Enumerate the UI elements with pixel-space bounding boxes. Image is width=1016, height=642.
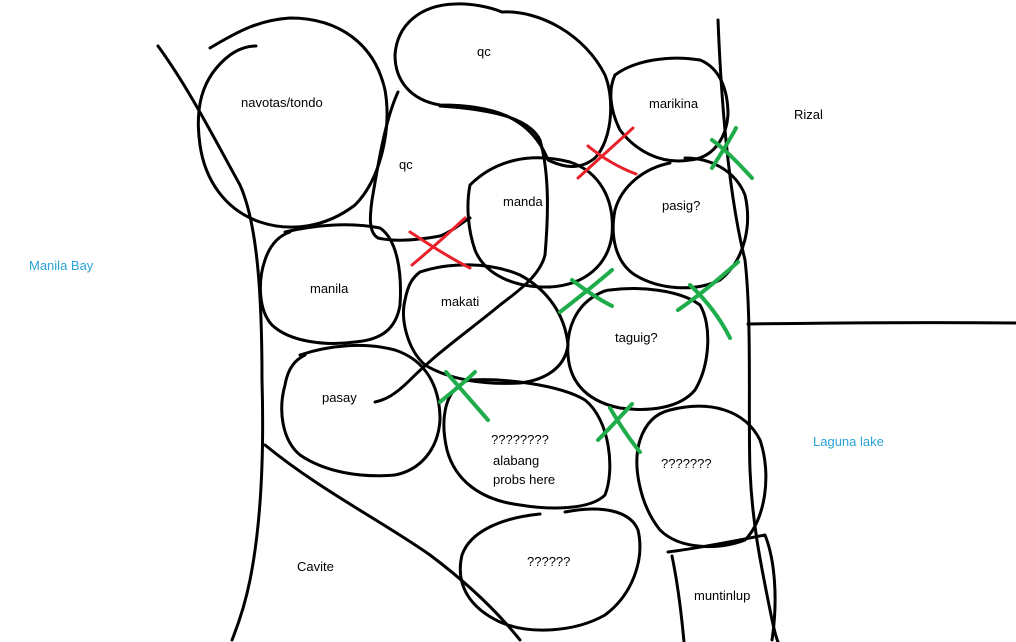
navotas-tondo-label: navotas/tondo	[241, 95, 323, 110]
east-boundary	[716, 18, 780, 642]
green-x-mark-pasig-taguig	[676, 260, 740, 340]
unknown-east-region	[635, 404, 768, 549]
alabang-label-line1: ????????	[491, 432, 549, 447]
cavite-label: Cavite	[297, 559, 334, 574]
makati-label: makati	[441, 294, 480, 309]
taguig-label: taguig?	[615, 330, 658, 345]
muntinlup-label: muntinlup	[694, 588, 751, 603]
muntinlup-region	[666, 533, 777, 642]
qc-divider-curve	[373, 104, 549, 404]
qc-left-label: qc	[399, 157, 413, 172]
red-x-mark-marikina-manda	[576, 126, 638, 180]
manda-label: manda	[503, 194, 543, 209]
alabang-label-line2: alabang	[493, 453, 540, 468]
green-x-mark-manda-taguig	[558, 268, 614, 314]
taguig-region	[566, 287, 710, 411]
pasig-label: pasig?	[662, 198, 701, 213]
green-x-mark-makati-alabang	[438, 370, 490, 422]
unknown-south-label: ??????	[527, 554, 571, 569]
laguna-lake-label: Laguna lake	[813, 434, 884, 449]
qc-left-region	[368, 90, 472, 242]
unknown-east-label: ???????	[661, 456, 712, 471]
cavite-boundary	[263, 443, 522, 642]
west-coastline	[156, 44, 265, 642]
marikina-label: marikina	[649, 96, 699, 111]
rizal-label: Rizal	[794, 107, 823, 122]
manila-label: manila	[310, 281, 349, 296]
green-x-mark-marikina-pasig	[710, 126, 754, 180]
alabang-label-line3: probs here	[493, 472, 556, 487]
pasay-label: pasay	[322, 390, 357, 405]
qc-top-label: qc	[477, 44, 491, 59]
makati-region	[402, 263, 570, 385]
green-x-mark-taguig-east	[596, 402, 642, 454]
manila-region	[258, 223, 402, 345]
unknown-south-region	[458, 507, 642, 632]
qc-top-region	[393, 2, 613, 168]
pasay-region	[280, 343, 442, 478]
manda-region	[466, 156, 614, 289]
navotas-tondo-region	[196, 16, 389, 229]
red-x-mark-qc-manila	[408, 216, 472, 270]
laguna-shore-line	[746, 321, 1016, 326]
manila-bay-label: Manila Bay	[29, 258, 94, 273]
pasig-region	[611, 156, 749, 290]
